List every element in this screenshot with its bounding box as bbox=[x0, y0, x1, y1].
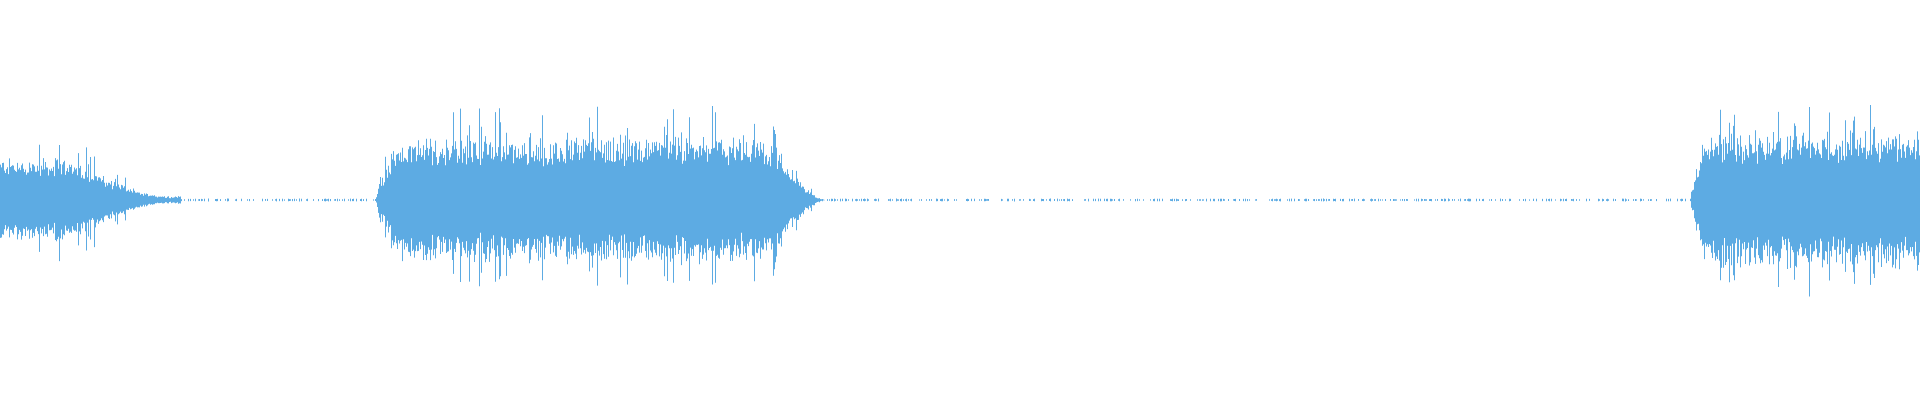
waveform-bars bbox=[0, 105, 1920, 297]
waveform-path bbox=[0, 105, 1920, 297]
